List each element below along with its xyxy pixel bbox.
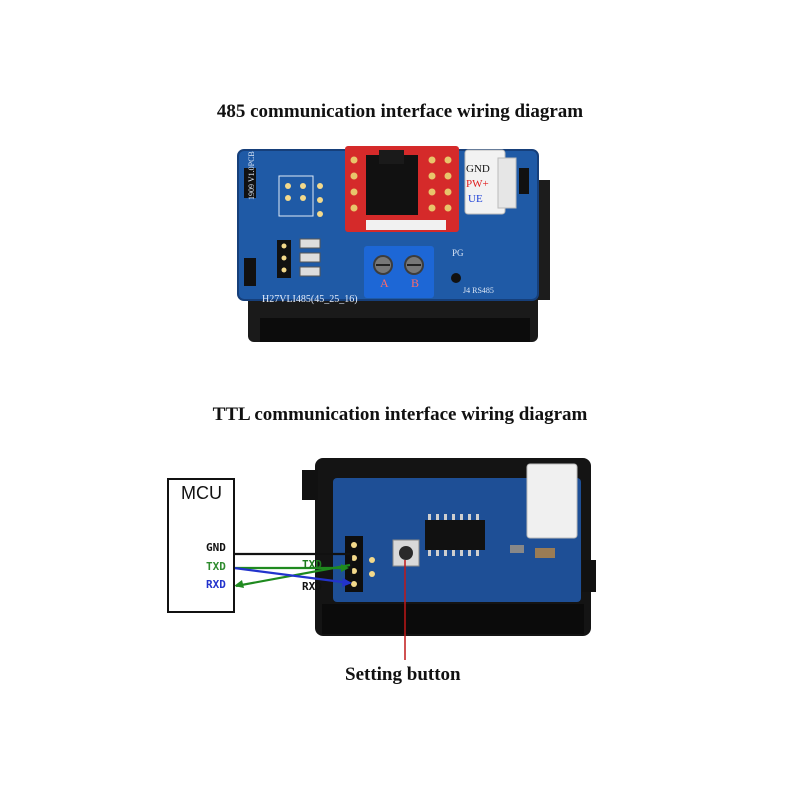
terminal-a-label: A xyxy=(380,276,389,290)
rs485-module xyxy=(237,146,550,342)
board-model-label: H27VLI485(45_25_16) xyxy=(262,294,358,305)
chip xyxy=(366,155,418,215)
ttl-connector xyxy=(526,463,578,539)
mcu-label: MCU xyxy=(181,483,222,503)
rs485-port-label: J4 RS485 xyxy=(463,286,494,295)
connector-gnd-label: GND xyxy=(466,163,490,175)
ttl-chip xyxy=(425,520,485,550)
terminal-block xyxy=(364,246,434,298)
connector-pw-label: PW+ xyxy=(466,178,489,190)
connector-ue-label: UE xyxy=(468,193,483,205)
board-txd-pin: TXD xyxy=(302,558,322,571)
mcu-gnd-pin: GND xyxy=(206,541,226,554)
pcb-version-label: 1909 V1.0PCB xyxy=(247,151,256,200)
terminal-b-label: B xyxy=(411,276,420,290)
mcu-rxd-pin: RXD xyxy=(206,578,226,591)
mcu-txd-pin: TXD xyxy=(206,560,226,573)
tx-crossed-wire xyxy=(233,566,351,585)
ttl-wires xyxy=(232,552,406,660)
rs485-title: 485 communication interface wiring diagr… xyxy=(216,101,584,122)
setting-button-caption: Setting button xyxy=(345,664,461,685)
pg-label: PG xyxy=(452,248,464,258)
ttl-title: TTL communication interface wiring diagr… xyxy=(212,404,588,425)
ttl-module xyxy=(302,458,596,636)
board-rxd-pin: RXD xyxy=(302,580,322,593)
mcu-box xyxy=(167,478,235,613)
